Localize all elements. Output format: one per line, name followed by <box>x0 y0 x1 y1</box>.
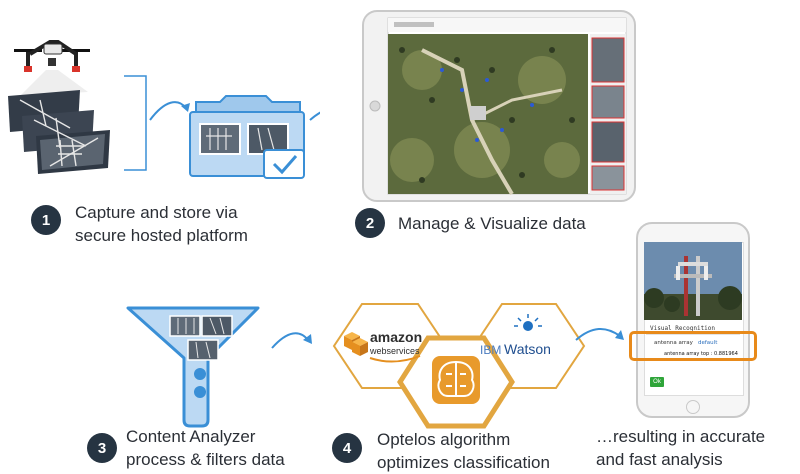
step-3-line2: process & filters data <box>126 450 285 469</box>
watson-logo-text: Watson <box>504 341 551 357</box>
class-name-label: antenna array <box>654 340 693 346</box>
drone-icon <box>14 40 90 96</box>
step-1-badge: 1 <box>31 205 61 235</box>
visual-recognition-title: Visual Recognition <box>650 325 716 332</box>
step-5-line2: and fast analysis <box>596 450 723 469</box>
step-4-caption: Optelos algorithm optimizes classificati… <box>377 428 550 474</box>
tablet-icon <box>362 10 636 202</box>
step-3-line1: Content Analyzer <box>126 427 256 446</box>
amazon-logo-text: amazon <box>370 329 422 345</box>
drone-photos <box>8 90 110 174</box>
step-1-line2: secure hosted platform <box>75 226 248 245</box>
step-3-caption: Content Analyzer process & filters data <box>126 425 285 471</box>
tower-photo <box>644 242 742 320</box>
step-2-badge: 2 <box>355 208 385 238</box>
ibm-logo-text: IBM <box>480 343 501 357</box>
step-1-line1: Capture and store via <box>75 203 238 222</box>
class-value-link[interactable]: default <box>698 340 718 346</box>
step-4-line1: Optelos algorithm <box>377 430 511 449</box>
phone-icon: Visual Recognition antenna array default… <box>636 222 750 418</box>
step-1-caption: Capture and store via secure hosted plat… <box>75 201 248 247</box>
phone-home-button <box>686 400 700 414</box>
recognition-highlight <box>629 331 757 361</box>
capture-artwork <box>8 40 320 179</box>
step-4-badge: 4 <box>332 433 362 463</box>
step-4-line2: optimizes classification <box>377 453 550 472</box>
watson-icon <box>514 314 542 331</box>
amazon-logo-subtext: webservices <box>369 346 420 356</box>
checkmark-icon <box>263 149 305 179</box>
step-5-caption: …resulting in accurate and fast analysis <box>596 425 765 471</box>
funnel-icon <box>126 306 312 428</box>
amazon-cube-icon <box>344 332 368 356</box>
score-text: antenna array top : 0.881964 <box>664 351 738 357</box>
step-3-badge: 3 <box>87 433 117 463</box>
step-2-caption: Manage & Visualize data <box>398 212 586 235</box>
step-5-line1: …resulting in accurate <box>596 427 766 446</box>
brain-icon <box>432 356 480 404</box>
hexagon-artwork: amazon webservices IBM Watson <box>332 303 624 429</box>
step-2-line1: Manage & Visualize data <box>398 214 586 233</box>
ok-button[interactable]: Ok <box>650 377 664 387</box>
